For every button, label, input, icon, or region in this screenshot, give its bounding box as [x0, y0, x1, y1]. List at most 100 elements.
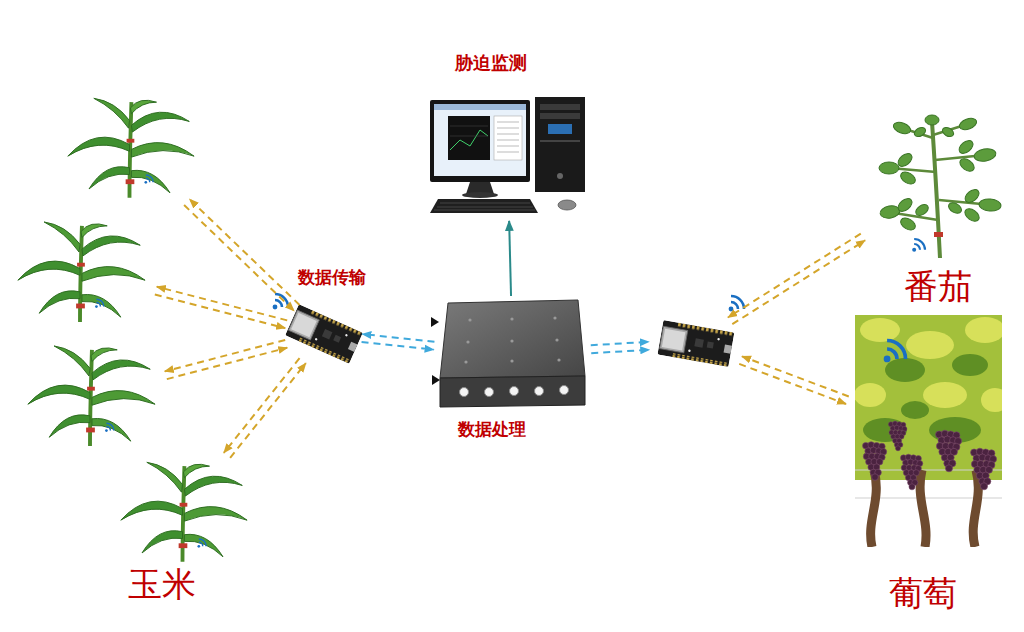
processing-unit	[464, 316, 560, 363]
grape-vineyard	[888, 421, 907, 451]
connector-line	[591, 350, 649, 353]
tomato-plant	[913, 126, 927, 139]
node-label: 玉米	[128, 566, 196, 603]
processing-box: 数据处理	[440, 300, 585, 408]
connector-line	[362, 334, 434, 342]
connector-line	[591, 342, 649, 345]
processing-unit	[440, 376, 585, 407]
signal-connector	[509, 221, 511, 296]
tomato-plant	[896, 151, 915, 169]
signal-connector	[362, 334, 435, 350]
processing-unit	[460, 386, 569, 397]
processing-unit	[440, 300, 585, 378]
tomato-plant	[947, 201, 964, 216]
processing-unit	[431, 317, 439, 327]
processing-unit	[460, 388, 469, 397]
corn-plants	[28, 346, 155, 446]
grape-vineyard	[981, 388, 1002, 412]
connector-line	[190, 199, 300, 305]
processing-unit	[510, 387, 519, 396]
tomato-plant	[899, 216, 918, 233]
computer	[540, 113, 580, 119]
grape-vineyard	[871, 470, 877, 547]
computer	[430, 97, 585, 213]
connector-line	[362, 342, 434, 350]
grape-vineyard	[855, 383, 886, 407]
corn-plant	[10, 220, 150, 322]
node-label: 番茄	[904, 268, 972, 305]
processing-unit	[431, 300, 585, 407]
corn-plant	[115, 460, 250, 562]
signal-connector	[165, 340, 287, 379]
grape-vineyard	[884, 341, 906, 363]
node-label: 数据处理	[458, 420, 526, 439]
tomato-plant	[963, 187, 982, 205]
computer	[558, 200, 576, 210]
signal-connector	[591, 342, 650, 353]
tomato-plant	[879, 115, 1001, 232]
esp32-boards	[657, 320, 734, 367]
tomato-plant	[896, 196, 915, 214]
corn-plants	[18, 222, 145, 322]
esp32-board	[655, 324, 735, 362]
tomato-plant	[963, 206, 982, 223]
tomato-plant	[979, 198, 1002, 212]
processing-unit	[510, 359, 513, 362]
connector-line	[165, 340, 285, 371]
tomato-plant	[892, 120, 912, 136]
grape-vineyard	[920, 470, 926, 547]
tomato-plant	[914, 202, 931, 217]
connector-line	[509, 221, 511, 296]
grape-vineyard	[923, 382, 967, 408]
tomato-plant	[941, 126, 955, 139]
processing-unit	[535, 387, 544, 396]
grape-vineyard	[885, 358, 925, 382]
processing-unit	[485, 388, 494, 397]
signal-connector	[728, 234, 865, 325]
signal-connector	[155, 287, 287, 328]
processing-unit	[555, 338, 558, 341]
computer	[494, 116, 522, 160]
grape-vineyard	[973, 470, 978, 547]
processing-unit	[510, 317, 513, 320]
grape-vineyard	[906, 331, 954, 359]
signal-connector	[184, 199, 299, 310]
grape-vineyard	[855, 317, 1002, 412]
connector-line	[157, 287, 287, 321]
grape-vineyard	[971, 448, 997, 490]
tomato-plant	[879, 115, 1001, 258]
processing-unit	[560, 386, 569, 395]
tomato-plant	[899, 170, 918, 187]
computer	[535, 97, 585, 192]
computer	[434, 104, 526, 176]
computer	[540, 104, 580, 110]
esp32-board: 数据传输	[292, 312, 356, 356]
processing-unit	[464, 360, 467, 363]
connector-line	[184, 205, 294, 311]
tomato-plant	[879, 204, 901, 219]
computer	[450, 130, 488, 150]
computer	[540, 140, 580, 142]
tomato-plant	[958, 156, 977, 173]
computer	[548, 124, 572, 134]
crop-plant: 番茄	[868, 118, 1013, 258]
grape-vineyard	[860, 318, 900, 342]
processing-unit	[432, 375, 440, 385]
tomato-plant	[934, 232, 943, 237]
corn-plant	[62, 96, 197, 198]
grape-vineyard	[936, 430, 962, 472]
computer	[434, 104, 526, 110]
tomato-plant	[973, 147, 997, 163]
node-label: 胁迫监测	[455, 53, 527, 73]
signal-connector	[224, 358, 306, 458]
grape-vineyard	[855, 315, 1002, 547]
tomato-plant	[957, 138, 976, 156]
computer-node: 胁迫监测	[425, 95, 590, 217]
processing-unit	[553, 316, 556, 319]
esp32-boards	[285, 304, 363, 364]
grape-vineyard	[863, 354, 988, 443]
connector-line	[230, 363, 306, 458]
connector-line	[155, 294, 285, 328]
connector-line	[167, 348, 287, 379]
